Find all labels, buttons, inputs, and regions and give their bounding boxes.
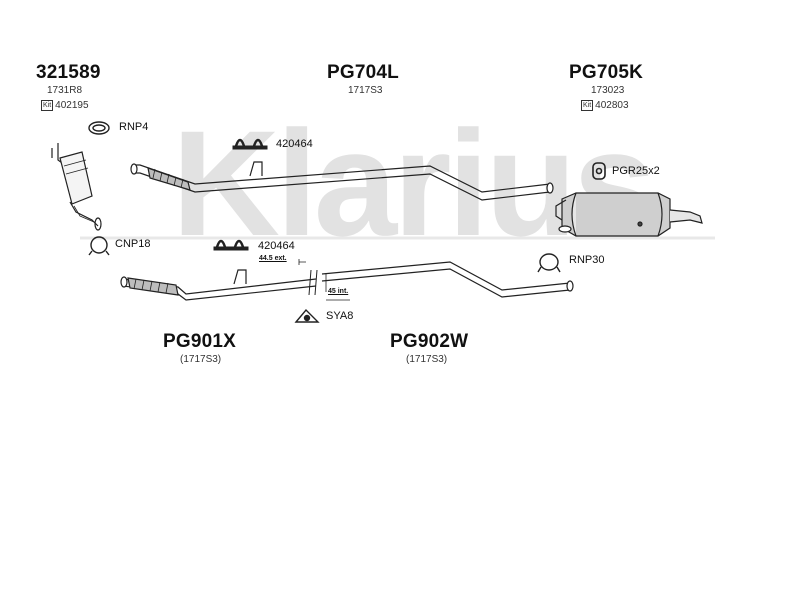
- kit-ref-rear: Kit 402803: [581, 100, 629, 111]
- catalytic-converter: [51, 143, 102, 231]
- part-code-mid-bottom: PG902W: [390, 331, 469, 352]
- part-sub-mid-bottom: (1717S3): [406, 354, 448, 365]
- kit-ref-catalyst: Kit 402195: [41, 100, 89, 111]
- part-sub-mid-top: 1717S3: [348, 85, 383, 96]
- clamp-top-icon: [232, 138, 268, 150]
- part-code-rear: PG705K: [569, 62, 644, 83]
- intermediate-pipe-bottom: [321, 261, 574, 301]
- accessory-clamp-top-label: 420464: [276, 138, 313, 150]
- rnp4-ring-icon: [88, 121, 110, 135]
- front-pipe: [120, 259, 318, 301]
- measurement-ext: 44.5 ext.: [259, 255, 287, 262]
- kit-number: 402803: [595, 100, 629, 111]
- rnp30-ring-icon: [537, 253, 561, 273]
- part-code-catalyst: 321589: [36, 62, 101, 83]
- accessory-pgr-label: PGR25x2: [612, 165, 660, 177]
- watermark-logo: Klarius: [172, 99, 653, 267]
- part-sub-rear: 173023: [591, 85, 625, 96]
- clamp-bottom-icon: [213, 239, 249, 251]
- sya8-rubber-icon: [294, 308, 320, 323]
- accessory-cnp18-label: CNP18: [115, 238, 151, 250]
- pgr-rubber-icon: [592, 162, 606, 180]
- intermediate-pipe-top: [130, 161, 554, 201]
- measurement-int: 45 int.: [328, 288, 349, 295]
- part-code-front-pipe: PG901X: [163, 331, 237, 352]
- accessory-rnp4-label: RNP4: [119, 121, 149, 133]
- part-sub-catalyst: 1731R8: [47, 85, 83, 96]
- part-sub-front-pipe: (1717S3): [180, 354, 222, 365]
- accessory-sya8-label: SYA8: [326, 310, 354, 322]
- part-code-mid-top: PG704L: [327, 62, 399, 83]
- accessory-rnp30-label: RNP30: [569, 254, 605, 266]
- kit-badge: Kit: [41, 100, 54, 111]
- rear-muffler: [555, 192, 703, 237]
- cnp18-ring-icon: [88, 236, 110, 256]
- kit-number: 402195: [55, 100, 89, 111]
- kit-badge: Kit: [581, 100, 594, 111]
- accessory-clamp-bottom-label: 420464: [258, 240, 295, 252]
